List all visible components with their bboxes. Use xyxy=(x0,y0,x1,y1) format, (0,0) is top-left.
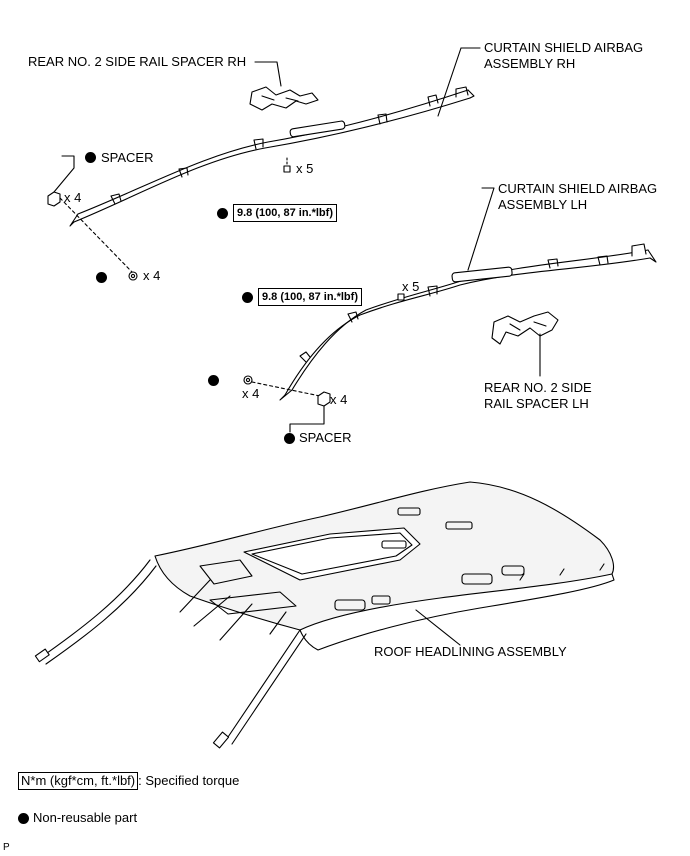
rear-spacer-rh-part xyxy=(249,86,319,111)
legend-torque: N*m (kgf*cm, ft.*lbf): Specified torque xyxy=(18,772,239,790)
airbag-rh-label-line2: ASSEMBLY RH xyxy=(484,56,576,71)
dash-lh xyxy=(251,381,321,397)
legend-nonreusable-dot xyxy=(18,813,29,824)
leader-airbag-lh xyxy=(467,187,495,271)
torque-spec-lh: 9.8 (100, 87 in.*lbf) xyxy=(258,288,362,306)
spacer-bottom-label: SPACER xyxy=(299,430,352,445)
nonreusable-marker-spacer-bottom xyxy=(284,433,295,444)
torque-spec-rh: 9.8 (100, 87 in.*lbf) xyxy=(233,204,337,222)
lh-bolt-qty: x 5 xyxy=(402,279,420,294)
airbag-lh-label-line2: ASSEMBLY LH xyxy=(498,197,588,212)
dash-rh xyxy=(59,197,133,273)
leader-headlining xyxy=(415,609,461,646)
rh-spacer-qty: x 4 xyxy=(64,190,82,205)
rh-bolt-qty: x 5 xyxy=(296,161,314,176)
legend-torque-box: N*m (kgf*cm, ft.*lbf) xyxy=(18,772,139,790)
lh-nut-qty: x 4 xyxy=(242,386,260,401)
nonreusable-marker-spacer-top xyxy=(85,152,96,163)
spacer-top-label: SPACER xyxy=(101,150,154,165)
lh-spacer-qty: x 4 xyxy=(330,392,348,407)
leader-spacer-bottom xyxy=(289,405,325,433)
rear-spacer-lh-label-line2: RAIL SPACER LH xyxy=(484,396,589,411)
nonreusable-marker-lh-nut xyxy=(208,375,219,386)
corner-code: P xyxy=(3,842,10,853)
headlining-label: ROOF HEADLINING ASSEMBLY xyxy=(374,644,567,659)
rh-nut-qty: x 4 xyxy=(143,268,161,283)
leader-airbag-rh xyxy=(437,47,481,117)
lh-nut xyxy=(243,375,253,385)
nonreusable-marker-rh-nut xyxy=(96,272,107,283)
nonreusable-marker-rh-torque xyxy=(217,208,228,219)
airbag-rh-label-line1: CURTAIN SHIELD AIRBAG xyxy=(484,40,644,55)
rh-spacer-part xyxy=(47,191,61,207)
leader-rear-spacer-rh xyxy=(254,61,282,87)
headlining-part xyxy=(34,481,615,749)
airbag-rh-part xyxy=(69,86,475,227)
lh-bolt xyxy=(397,293,405,301)
rh-nut xyxy=(128,271,138,281)
legend-nonreusable-text: Non-reusable part xyxy=(33,810,138,825)
rh-bolt xyxy=(283,157,291,173)
airbag-lh-part xyxy=(279,243,657,401)
nonreusable-marker-lh-torque xyxy=(242,292,253,303)
rear-spacer-lh-part xyxy=(491,311,559,345)
airbag-lh-label-line1: CURTAIN SHIELD AIRBAG xyxy=(498,181,658,196)
leader-spacer-top xyxy=(53,155,75,193)
lh-spacer-part xyxy=(317,391,331,407)
rear-spacer-rh-label: REAR NO. 2 SIDE RAIL SPACER RH xyxy=(28,54,247,69)
rear-spacer-lh-label-line1: REAR NO. 2 SIDE xyxy=(484,380,592,395)
legend-torque-text: : Specified torque xyxy=(138,773,240,788)
